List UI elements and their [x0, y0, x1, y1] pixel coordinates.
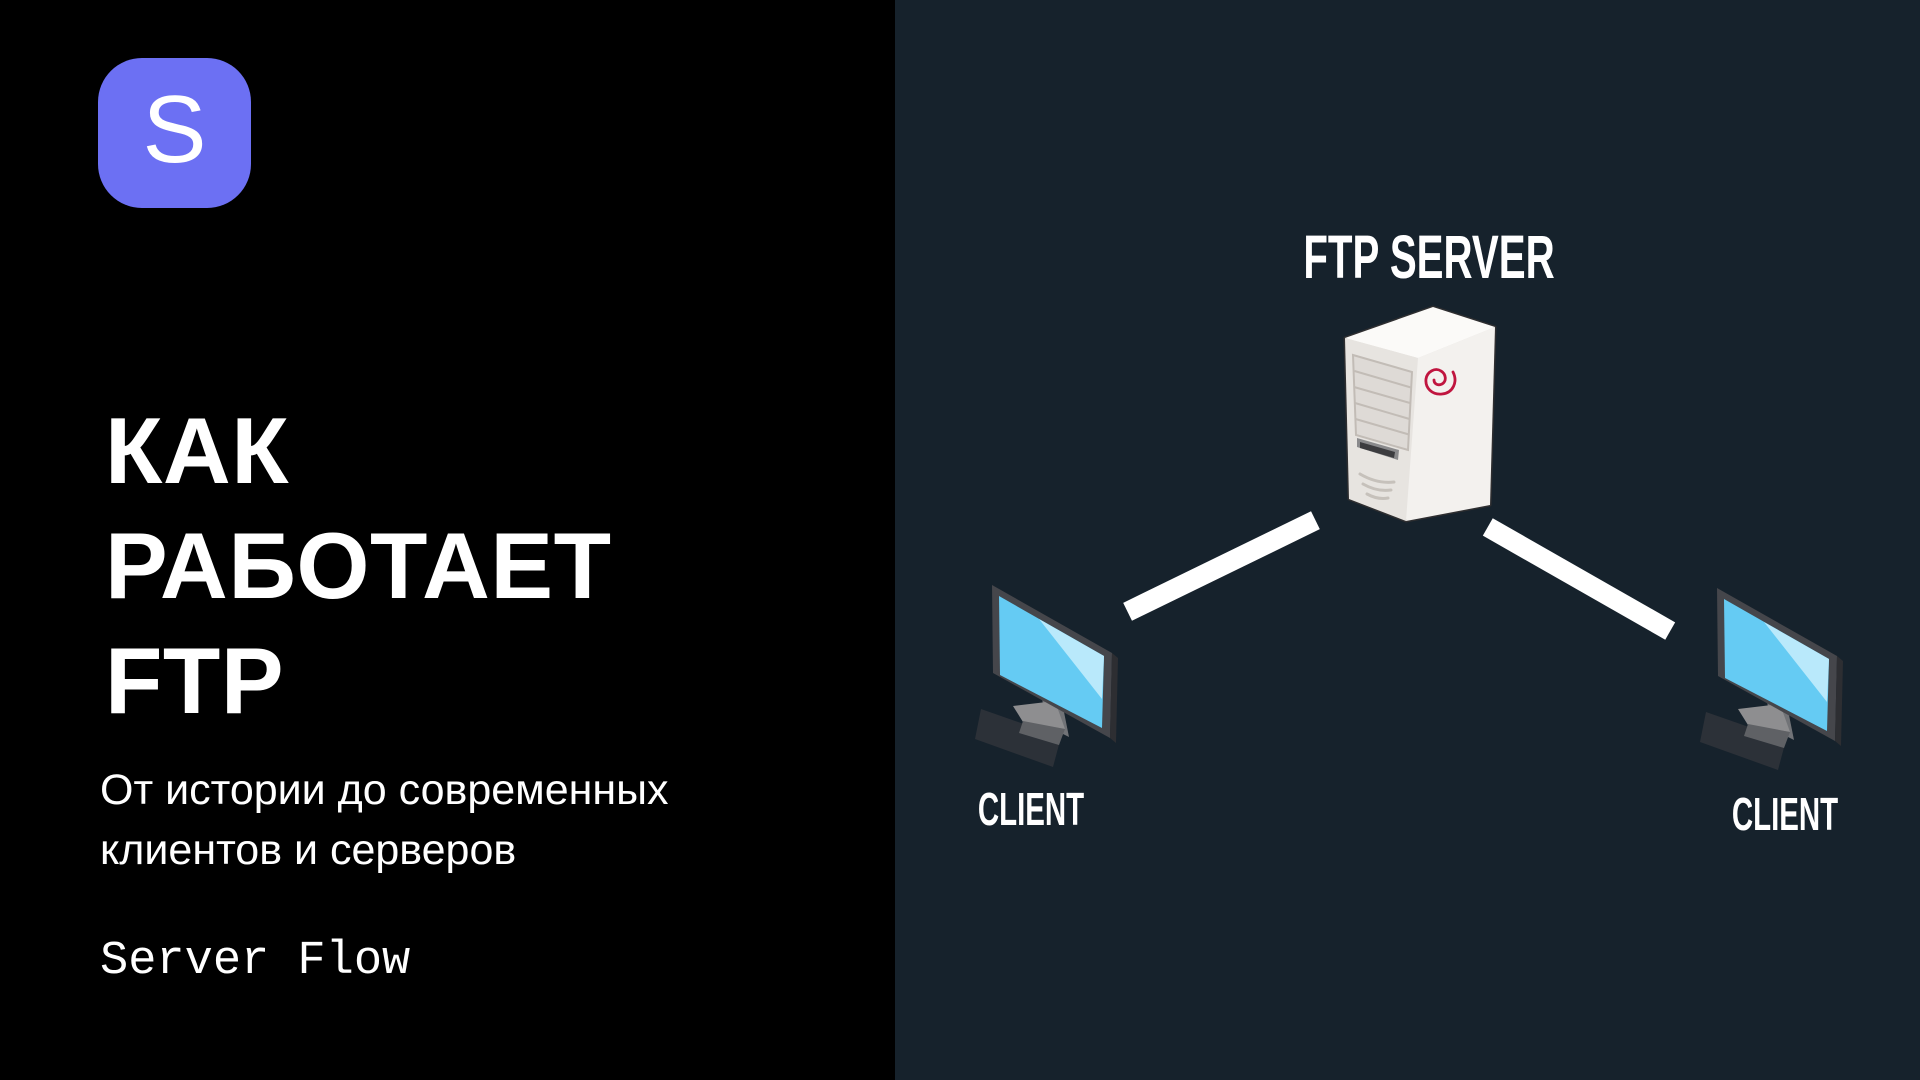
brand-name: Server Flow: [100, 935, 411, 988]
subtitle-line-2: клиентов и серверов: [100, 826, 517, 874]
subtitle-line-1: От истории до современных: [100, 766, 669, 814]
title-line-1: КАК: [105, 398, 290, 503]
page-title: КАК РАБОТАЕТ FTP: [105, 393, 612, 738]
client-right-label: CLIENT: [1731, 788, 1839, 840]
desktop-monitor-icon: [975, 585, 1118, 767]
subtitle: От истории до современных клиентов и сер…: [100, 760, 669, 880]
serverflow-logo: S: [98, 58, 251, 208]
diagram-panel: FTP SERVER: [895, 0, 1920, 1080]
connection-line-left: [1123, 511, 1320, 621]
logo-letter: S: [142, 76, 207, 183]
server-tower-debian-icon: [1343, 305, 1497, 523]
title-line-3: FTP: [105, 628, 285, 733]
ftp-server-label: FTP SERVER: [1303, 223, 1555, 291]
client-left-label: CLIENT: [977, 783, 1085, 835]
title-line-2: РАБОТАЕТ: [105, 513, 612, 618]
connection-line-right: [1482, 518, 1676, 640]
desktop-monitor-icon: [1700, 588, 1843, 770]
